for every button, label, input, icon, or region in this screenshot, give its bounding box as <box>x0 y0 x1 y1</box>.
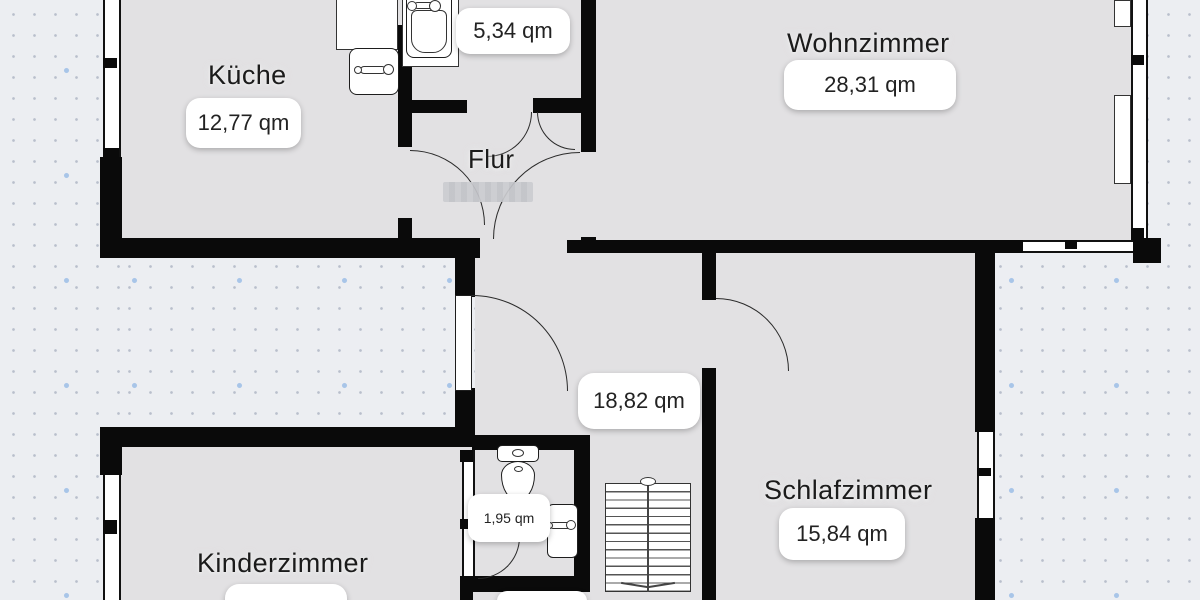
window-tick <box>1065 240 1077 249</box>
kitchen-faucet-knob-icon <box>383 64 394 75</box>
area-badge-diele[interactable]: 18,82 qm <box>578 373 700 429</box>
flur-doormat <box>443 182 533 202</box>
cutoff-badge-bottom <box>497 591 587 600</box>
room-label-kueche: Küche <box>208 60 287 90</box>
partition-block <box>460 576 473 600</box>
area-badge-wohnzimmer[interactable]: 28,31 qm <box>784 60 956 110</box>
wall <box>100 238 480 258</box>
wall <box>100 157 122 258</box>
window-tick <box>1131 55 1144 65</box>
toilet-button-icon <box>512 449 524 457</box>
window-tick <box>977 468 991 476</box>
kueche-window <box>103 0 121 158</box>
wall <box>567 240 1023 253</box>
stairs-center-line <box>647 478 649 592</box>
window-casement-mid <box>1114 95 1131 184</box>
stairs-start-marker-icon <box>640 477 656 486</box>
partition-block <box>460 450 473 462</box>
wall <box>574 435 590 592</box>
room-label-kinderzimmer: Kinderzimmer <box>197 548 369 578</box>
wall <box>975 253 995 432</box>
wohnzimmer-right-window <box>1131 0 1148 240</box>
partition-block <box>460 519 473 529</box>
kitchen-faucet-knob-icon <box>354 66 362 74</box>
wall <box>100 447 122 475</box>
wall <box>455 258 475 297</box>
area-badge-kueche[interactable]: 12,77 qm <box>186 98 301 148</box>
area-badge-schlafzimmer[interactable]: 15,84 qm <box>779 508 905 560</box>
room-label-flur: Flur <box>468 144 515 174</box>
wall <box>702 368 716 600</box>
wc-sink-icon <box>547 504 578 558</box>
wc-faucet-knob-icon <box>566 520 576 530</box>
wall <box>975 518 995 600</box>
area-badge-wc[interactable]: 1,95 qm <box>468 494 550 542</box>
wall <box>533 98 583 113</box>
bathtub-basin-icon <box>411 10 447 53</box>
wohnzimmer-bottom-window <box>1023 240 1133 253</box>
bathtub-faucet-knob-icon <box>407 1 417 11</box>
toilet-bowl-detail-icon <box>514 466 523 472</box>
wall <box>1133 238 1161 263</box>
bathtub-faucet-knob-icon <box>429 0 441 12</box>
window-tick <box>103 148 119 159</box>
floor-kinderzimmer <box>118 447 475 600</box>
wall <box>398 218 412 242</box>
room-label-schlafzimmer: Schlafzimmer <box>764 475 933 505</box>
area-badge-bad[interactable]: 5,34 qm <box>456 8 570 54</box>
wall <box>581 0 596 152</box>
wall <box>702 248 716 300</box>
wall <box>405 100 467 113</box>
kitchen-counter-icon <box>336 0 398 50</box>
window-tick <box>1131 228 1144 240</box>
window-tick <box>103 58 117 68</box>
kinderzimmer-window <box>103 473 121 600</box>
entrance-recess-courtyard <box>122 258 455 427</box>
window-tick <box>103 520 117 534</box>
window-casement-top <box>1114 0 1131 27</box>
entrance-door-leaf <box>455 295 472 391</box>
area-badge-kinderzimmer[interactable]: 13,47 qm <box>225 584 347 600</box>
wall <box>455 388 475 427</box>
room-label-wohnzimmer: Wohnzimmer <box>787 28 950 58</box>
wall <box>472 576 590 592</box>
wall <box>100 427 475 447</box>
